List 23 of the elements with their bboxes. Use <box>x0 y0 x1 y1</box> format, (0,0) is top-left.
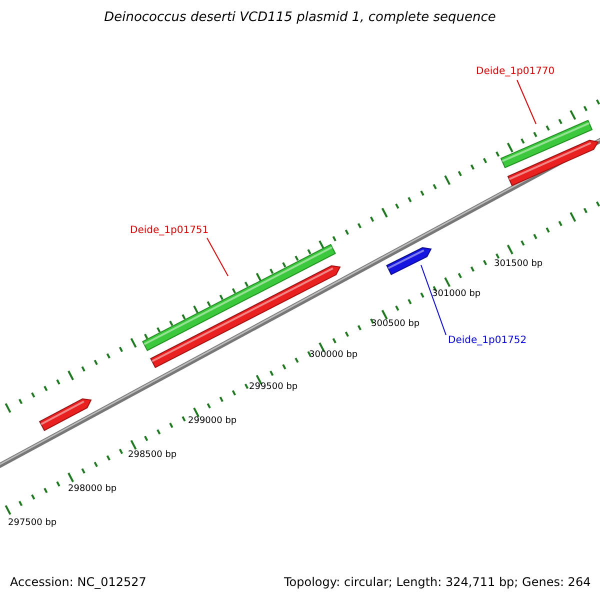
gene-bar <box>386 247 432 276</box>
tick-label: 301000 bp <box>432 289 481 299</box>
gene-label: Deide_1p01751 <box>130 225 209 236</box>
gene-label: Deide_1p01770 <box>476 66 555 77</box>
leader-line <box>420 264 446 336</box>
gene-bar <box>507 140 599 186</box>
gene-label: Deide_1p01752 <box>448 335 527 346</box>
title: Deinococcus deserti VCD115 plasmid 1, complete sequence <box>103 10 497 25</box>
tick-label: 298500 bp <box>128 450 177 460</box>
tick-label: 298000 bp <box>68 484 117 494</box>
tick-label: 299000 bp <box>188 416 237 426</box>
leader-line <box>206 238 228 276</box>
tick-label: 300500 bp <box>371 319 420 329</box>
gene-bar <box>142 244 336 352</box>
tick-label: 301500 bp <box>494 259 543 269</box>
gene-bar <box>500 120 593 168</box>
footer-text: Topology: circular; Length: 324,711 bp; Genes: 264 <box>284 575 591 589</box>
tick-label: 300000 bp <box>309 350 358 360</box>
tick-label: 299500 bp <box>249 382 298 392</box>
gene-bar <box>38 398 92 432</box>
gene-bar <box>150 265 341 368</box>
tick-label: 297500 bp <box>8 518 57 528</box>
footer-text: Accession: NC_012527 <box>10 575 146 589</box>
